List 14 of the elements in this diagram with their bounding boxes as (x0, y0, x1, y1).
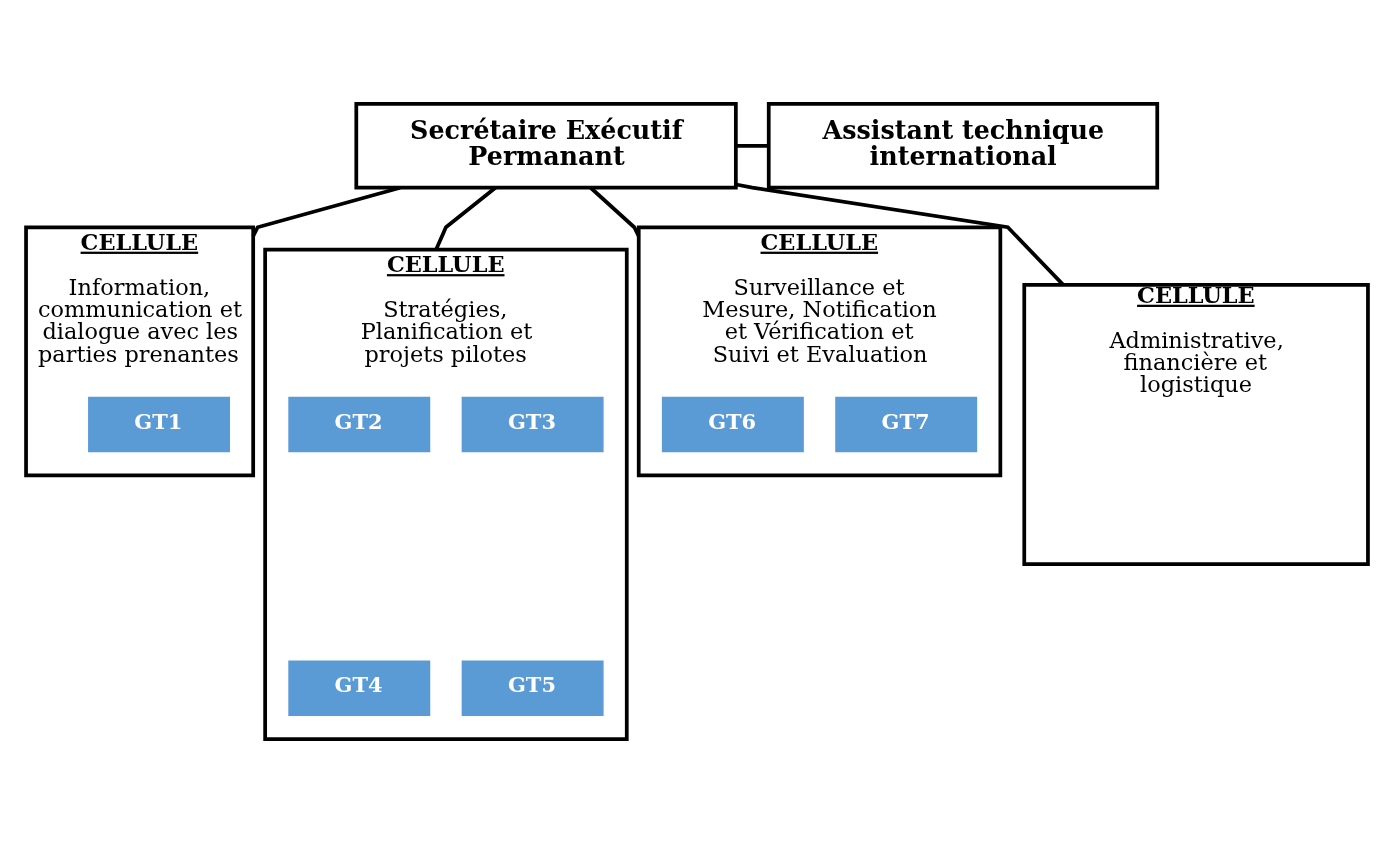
node-box: Assistant technique international (766, 101, 1160, 190)
node-box: GT7 (835, 396, 978, 452)
node-box: Secrétaire Exécutif Permanant (354, 101, 738, 190)
connector (251, 185, 401, 237)
node-box: GT2 (288, 396, 431, 452)
connector (735, 182, 1065, 286)
node-box: CELLULE Administrative, financière et logistique (1022, 282, 1370, 566)
node-box: GT5 (461, 660, 604, 716)
node-box: GT3 (461, 396, 604, 452)
connector (589, 185, 641, 237)
node-box: GT4 (288, 660, 431, 716)
node-box: GT6 (661, 396, 804, 452)
node-box: GT1 (88, 396, 230, 452)
connector (736, 143, 769, 148)
